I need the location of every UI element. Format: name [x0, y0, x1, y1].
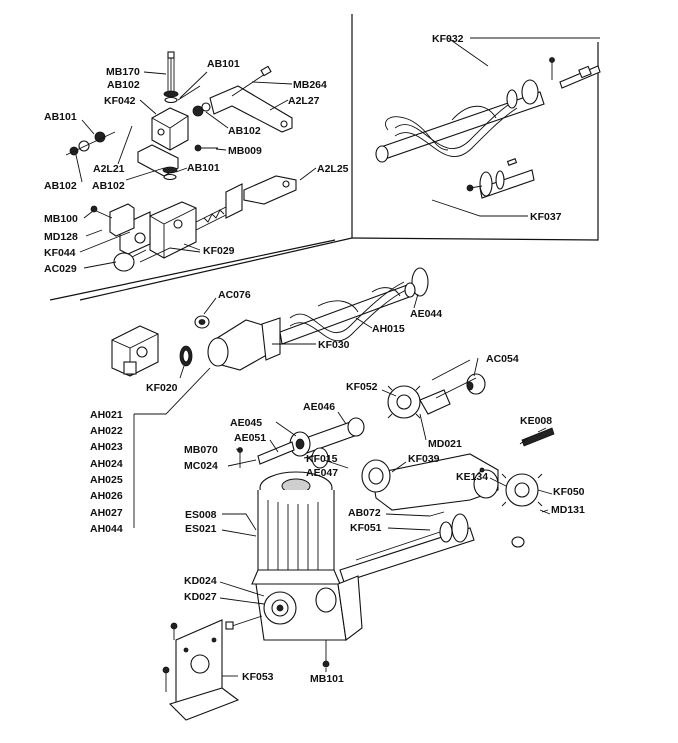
label-ab102-top: AB102 [107, 79, 140, 91]
label-ab101-top: AB101 [207, 58, 240, 70]
label-ab072: AB072 [348, 507, 381, 519]
label-mc024: MC024 [184, 460, 218, 472]
label-mb009: MB009 [228, 145, 262, 157]
label-ah015: AH015 [372, 323, 405, 335]
label-kf037: KF037 [530, 211, 562, 223]
label-ah-list-item: AH025 [90, 474, 123, 486]
label-ae051: AE051 [234, 432, 266, 444]
label-a2l21: A2L21 [93, 163, 125, 175]
valve-bracket-assembly [65, 51, 297, 272]
label-ae044: AE044 [410, 308, 442, 320]
label-mb170: MB170 [106, 66, 140, 78]
label-mb101: MB101 [310, 673, 344, 685]
label-ah-list-item: AH026 [90, 490, 123, 502]
label-kf053: KF053 [242, 671, 274, 683]
label-ab102-left: AB102 [44, 180, 77, 192]
label-es008: ES008 [185, 509, 217, 521]
auger-kf032 [375, 57, 601, 163]
label-ac054: AC054 [486, 353, 519, 365]
label-ae047: AE047 [306, 467, 338, 479]
label-kf052: KF052 [346, 381, 378, 393]
label-ah-list-item: AH024 [90, 458, 123, 470]
label-ab102-mid: AB102 [228, 125, 261, 137]
feed-screw-assembly [111, 267, 429, 377]
label-md021: MD021 [428, 438, 462, 450]
label-md131: MD131 [551, 504, 585, 516]
label-kf030: KF030 [318, 339, 350, 351]
label-kd024: KD024 [184, 575, 217, 587]
label-ah-list-item: AH022 [90, 425, 123, 437]
label-kf032: KF032 [432, 33, 464, 45]
label-mb264: MB264 [293, 79, 327, 91]
label-ab101-left: AB101 [44, 111, 77, 123]
label-kf042: KF042 [104, 95, 136, 107]
label-mb070: MB070 [184, 444, 218, 456]
label-a2l25: A2L25 [317, 163, 349, 175]
label-mb100: MB100 [44, 213, 78, 225]
label-ah-list-item: AH023 [90, 441, 123, 453]
label-kf044: KF044 [44, 247, 76, 259]
label-md128: MD128 [44, 231, 78, 243]
label-ae045: AE045 [230, 417, 262, 429]
label-ah-list-item: AH044 [90, 523, 123, 535]
label-kf015: KF015 [306, 453, 338, 465]
label-kf039: KF039 [408, 453, 440, 465]
label-ah-list-item: AH027 [90, 507, 123, 519]
label-kf029: KF029 [203, 245, 235, 257]
coupling-kf037 [466, 158, 535, 199]
label-es021: ES021 [185, 523, 217, 535]
panel-frames [49, 14, 599, 301]
label-kf050: KF050 [553, 486, 585, 498]
drive-assembly [162, 359, 555, 721]
label-ab101-mid: AB101 [187, 162, 220, 174]
label-ab102-left2: AB102 [92, 180, 125, 192]
leader-lines [75, 37, 600, 677]
label-ae046: AE046 [303, 401, 335, 413]
part-labels: MB170 AB101 AB102 MB264 A2L27 KF042 AB10… [44, 33, 585, 685]
label-ac076: AC076 [218, 289, 251, 301]
label-ac029: AC029 [44, 263, 77, 275]
label-a2l27: A2L27 [288, 95, 320, 107]
label-ke134: KE134 [456, 471, 488, 483]
label-kf051: KF051 [350, 522, 382, 534]
label-kd027: KD027 [184, 591, 217, 603]
label-kf020: KF020 [146, 382, 178, 394]
label-ke008: KE008 [520, 415, 552, 427]
label-ah-list-item: AH021 [90, 409, 123, 421]
